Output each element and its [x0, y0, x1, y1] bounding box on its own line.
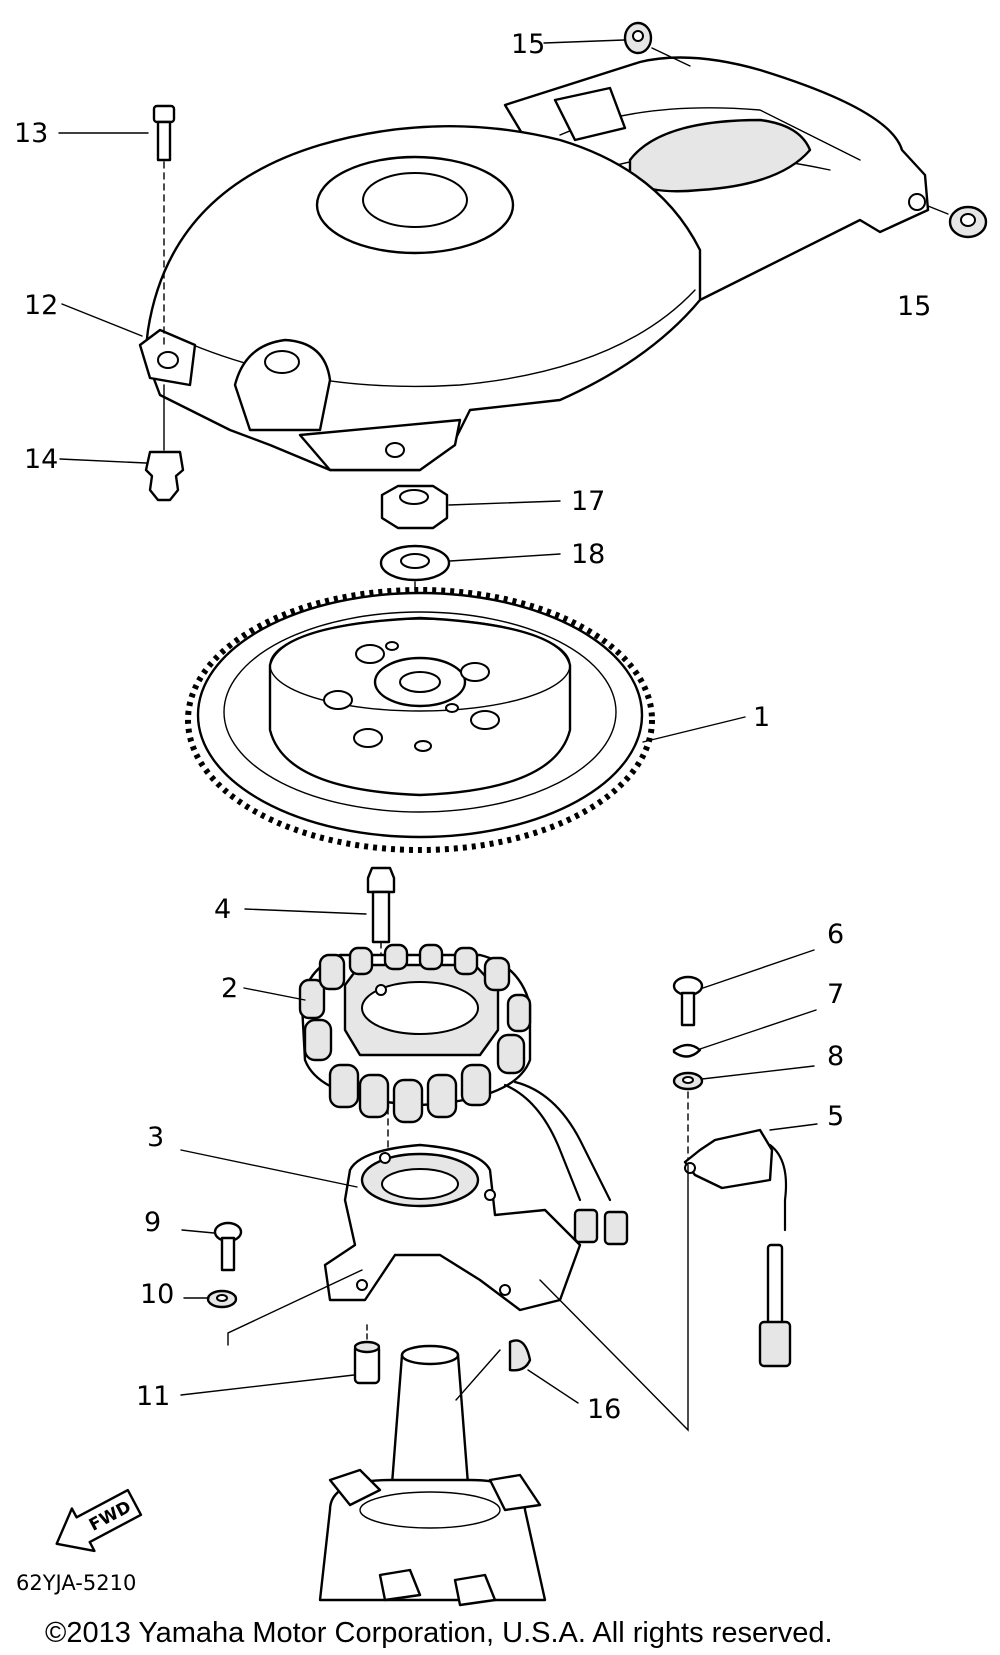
bolt-part-4 — [366, 866, 396, 991]
callout-3: 3 — [147, 1122, 164, 1153]
callout-labels: 15 13 15 12 14 17 18 1 4 6 2 7 8 5 3 9 1… — [14, 29, 931, 1425]
washer-part-8 — [672, 1071, 704, 1161]
stator-coil-part-2 — [298, 943, 612, 1202]
callout-11: 11 — [136, 1381, 170, 1412]
callout-18: 18 — [571, 539, 605, 570]
callout-7: 7 — [827, 979, 844, 1010]
pulser-coil-part-5 — [683, 1128, 792, 1368]
callout-14: 14 — [24, 444, 58, 475]
nut-part-17 — [380, 484, 449, 530]
screw-part-6 — [672, 975, 704, 1027]
washer-part-10 — [206, 1289, 238, 1309]
bolt-part-13 — [152, 104, 176, 346]
grommet-part-15-top — [623, 21, 691, 67]
grommet-part-14 — [144, 384, 185, 502]
callout-6: 6 — [827, 919, 844, 950]
callout-15-top: 15 — [511, 29, 545, 60]
callout-16: 16 — [587, 1394, 621, 1425]
diagram-reference-code: 62YJA-5210 — [16, 1571, 136, 1595]
callout-1: 1 — [753, 702, 770, 733]
callout-8: 8 — [827, 1041, 844, 1072]
callout-15-side: 15 — [897, 291, 931, 322]
copyright-notice: ©2013 Yamaha Motor Corporation, U.S.A. A… — [45, 1617, 833, 1649]
callout-17: 17 — [571, 486, 605, 517]
callout-13: 13 — [14, 118, 48, 149]
flywheel-cover-part-12 — [138, 56, 930, 472]
callout-9: 9 — [144, 1207, 161, 1238]
lock-washer-part-7 — [672, 1043, 702, 1058]
dowel-pin-part-11 — [353, 1324, 381, 1385]
screw-part-9 — [213, 1221, 243, 1272]
callout-5: 5 — [827, 1101, 844, 1132]
washer-part-18 — [379, 544, 451, 661]
stator-base-part-3 — [323, 1107, 629, 1312]
woodruff-key-part-16 — [508, 1339, 532, 1372]
leader-lines — [58, 39, 818, 1432]
fwd-direction-arrow: FWD — [55, 1488, 143, 1553]
grommet-part-15-side — [927, 205, 988, 239]
callout-2: 2 — [221, 973, 238, 1004]
crankshaft-reference — [318, 1344, 547, 1607]
flywheel-rotor-part-1 — [185, 587, 655, 853]
callout-10: 10 — [140, 1279, 174, 1310]
callout-4: 4 — [214, 894, 231, 925]
callout-12: 12 — [24, 290, 58, 321]
